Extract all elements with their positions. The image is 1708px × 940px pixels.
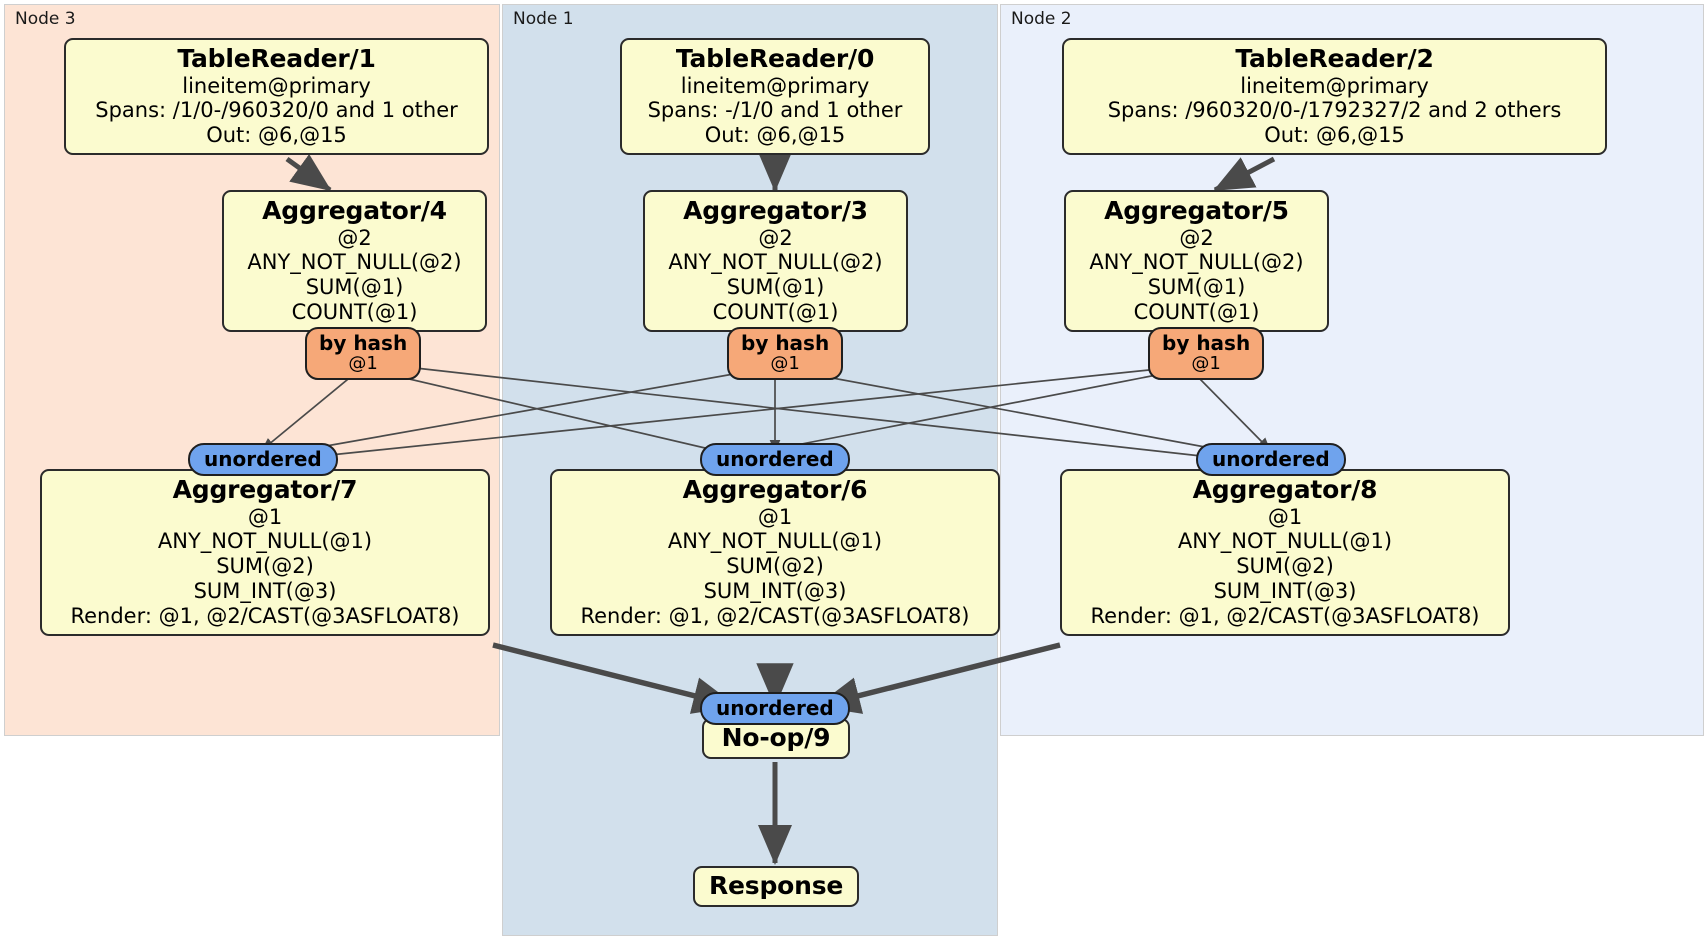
badge-unordered-node2[interactable]: unordered (1196, 443, 1346, 477)
processor-title: Aggregator/3 (683, 196, 868, 225)
processor-detail-line: lineitem@primary (182, 73, 371, 98)
processor-title: No-op/9 (721, 723, 831, 752)
badge-label: unordered (204, 447, 322, 471)
processor-detail-line: ANY_NOT_NULL(@2) (1089, 250, 1304, 275)
processor-aggregator-7[interactable]: Aggregator/7 @1 ANY_NOT_NULL(@1) SUM(@2)… (40, 469, 490, 637)
processor-detail-line: Spans: /960320/0-/1792327/2 and 2 others (1107, 98, 1562, 123)
processor-detail-line: Spans: /1/0-/960320/0 and 1 other (95, 98, 458, 123)
badge-by-hash-node3[interactable]: by hash @1 (305, 327, 422, 381)
processor-detail-line: @2 (337, 225, 372, 250)
processor-title: Aggregator/5 (1104, 196, 1289, 225)
badge-sublabel: @1 (348, 353, 378, 375)
processor-title: Aggregator/6 (682, 475, 868, 504)
processor-response[interactable]: Response (693, 866, 859, 907)
processor-detail-line: lineitem@primary (1240, 73, 1429, 98)
processor-detail-line: SUM(@1) (305, 275, 404, 300)
processor-title: Aggregator/4 (262, 196, 447, 225)
processor-detail-line: @1 (1267, 504, 1303, 529)
processor-detail-line: @2 (1179, 225, 1214, 250)
node-panel-label-node3: Node 3 (15, 9, 76, 29)
processor-detail-line: ANY_NOT_NULL(@1) (667, 529, 883, 554)
processor-detail-line: COUNT(@1) (1133, 300, 1260, 325)
processor-detail-line: Render: @1, @2/CAST(@3ASFLOAT8) (70, 604, 460, 629)
processor-detail-line: SUM_INT(@3) (193, 579, 337, 604)
processor-title: TableReader/2 (1235, 44, 1434, 73)
processor-detail-line: COUNT(@1) (712, 300, 839, 325)
processor-detail-line: COUNT(@1) (291, 300, 418, 325)
processor-aggregator-5[interactable]: Aggregator/5 @2 ANY_NOT_NULL(@2) SUM(@1)… (1064, 190, 1329, 333)
badge-label: by hash (741, 331, 830, 355)
badge-sublabel: @1 (770, 353, 800, 375)
processor-detail-line: @1 (757, 504, 793, 529)
processor-aggregator-4[interactable]: Aggregator/4 @2 ANY_NOT_NULL(@2) SUM(@1)… (222, 190, 487, 333)
processor-detail-line: Render: @1, @2/CAST(@3ASFLOAT8) (580, 604, 970, 629)
processor-detail-line: Render: @1, @2/CAST(@3ASFLOAT8) (1090, 604, 1480, 629)
badge-sublabel: @1 (1191, 353, 1221, 375)
processor-detail-line: ANY_NOT_NULL(@1) (157, 529, 373, 554)
processor-title: Response (709, 871, 844, 900)
processor-detail-line: Spans: -/1/0 and 1 other (647, 98, 903, 123)
processor-detail-line: Out: @6,@15 (206, 123, 347, 148)
node-panel-label-node1: Node 1 (513, 9, 574, 29)
processor-detail-line: ANY_NOT_NULL(@1) (1177, 529, 1393, 554)
processor-detail-line: ANY_NOT_NULL(@2) (247, 250, 462, 275)
processor-detail-line: @2 (758, 225, 793, 250)
processor-detail-line: ANY_NOT_NULL(@2) (668, 250, 883, 275)
processor-noop-9[interactable]: No-op/9 (702, 718, 850, 759)
badge-label: unordered (1212, 447, 1330, 471)
processor-detail-line: @1 (247, 504, 283, 529)
processor-tablereader-2[interactable]: TableReader/2 lineitem@primary Spans: /9… (1062, 38, 1607, 156)
processor-detail-line: SUM_INT(@3) (1213, 579, 1357, 604)
processor-aggregator-3[interactable]: Aggregator/3 @2 ANY_NOT_NULL(@2) SUM(@1)… (643, 190, 908, 333)
processor-aggregator-6[interactable]: Aggregator/6 @1 ANY_NOT_NULL(@1) SUM(@2)… (550, 469, 1000, 637)
badge-by-hash-node2[interactable]: by hash @1 (1148, 327, 1265, 381)
processor-detail-line: SUM(@1) (1147, 275, 1246, 300)
badge-unordered-node3[interactable]: unordered (188, 443, 338, 477)
processor-detail-line: SUM_INT(@3) (703, 579, 847, 604)
processor-title: TableReader/1 (177, 44, 376, 73)
badge-label: by hash (319, 331, 408, 355)
badge-label: by hash (1162, 331, 1251, 355)
processor-detail-line: Out: @6,@15 (1264, 123, 1405, 148)
processor-detail-line: SUM(@2) (1236, 554, 1334, 579)
node-panel-label-node2: Node 2 (1011, 9, 1072, 29)
processor-aggregator-8[interactable]: Aggregator/8 @1 ANY_NOT_NULL(@1) SUM(@2)… (1060, 469, 1510, 637)
processor-tablereader-0[interactable]: TableReader/0 lineitem@primary Spans: -/… (620, 38, 930, 156)
badge-label: unordered (716, 696, 834, 720)
processor-title: TableReader/0 (675, 44, 875, 73)
processor-detail-line: SUM(@2) (216, 554, 314, 579)
processor-detail-line: Out: @6,@15 (704, 123, 846, 148)
badge-by-hash-node1[interactable]: by hash @1 (727, 327, 844, 381)
processor-detail-line: SUM(@1) (726, 275, 825, 300)
badge-unordered-node1[interactable]: unordered (700, 443, 850, 477)
processor-detail-line: lineitem@primary (680, 73, 870, 98)
processor-title: Aggregator/7 (172, 475, 358, 504)
processor-detail-line: SUM(@2) (726, 554, 824, 579)
processor-title: Aggregator/8 (1192, 475, 1378, 504)
badge-unordered-final[interactable]: unordered (700, 692, 850, 726)
badge-label: unordered (716, 447, 834, 471)
processor-tablereader-1[interactable]: TableReader/1 lineitem@primary Spans: /1… (64, 38, 489, 156)
